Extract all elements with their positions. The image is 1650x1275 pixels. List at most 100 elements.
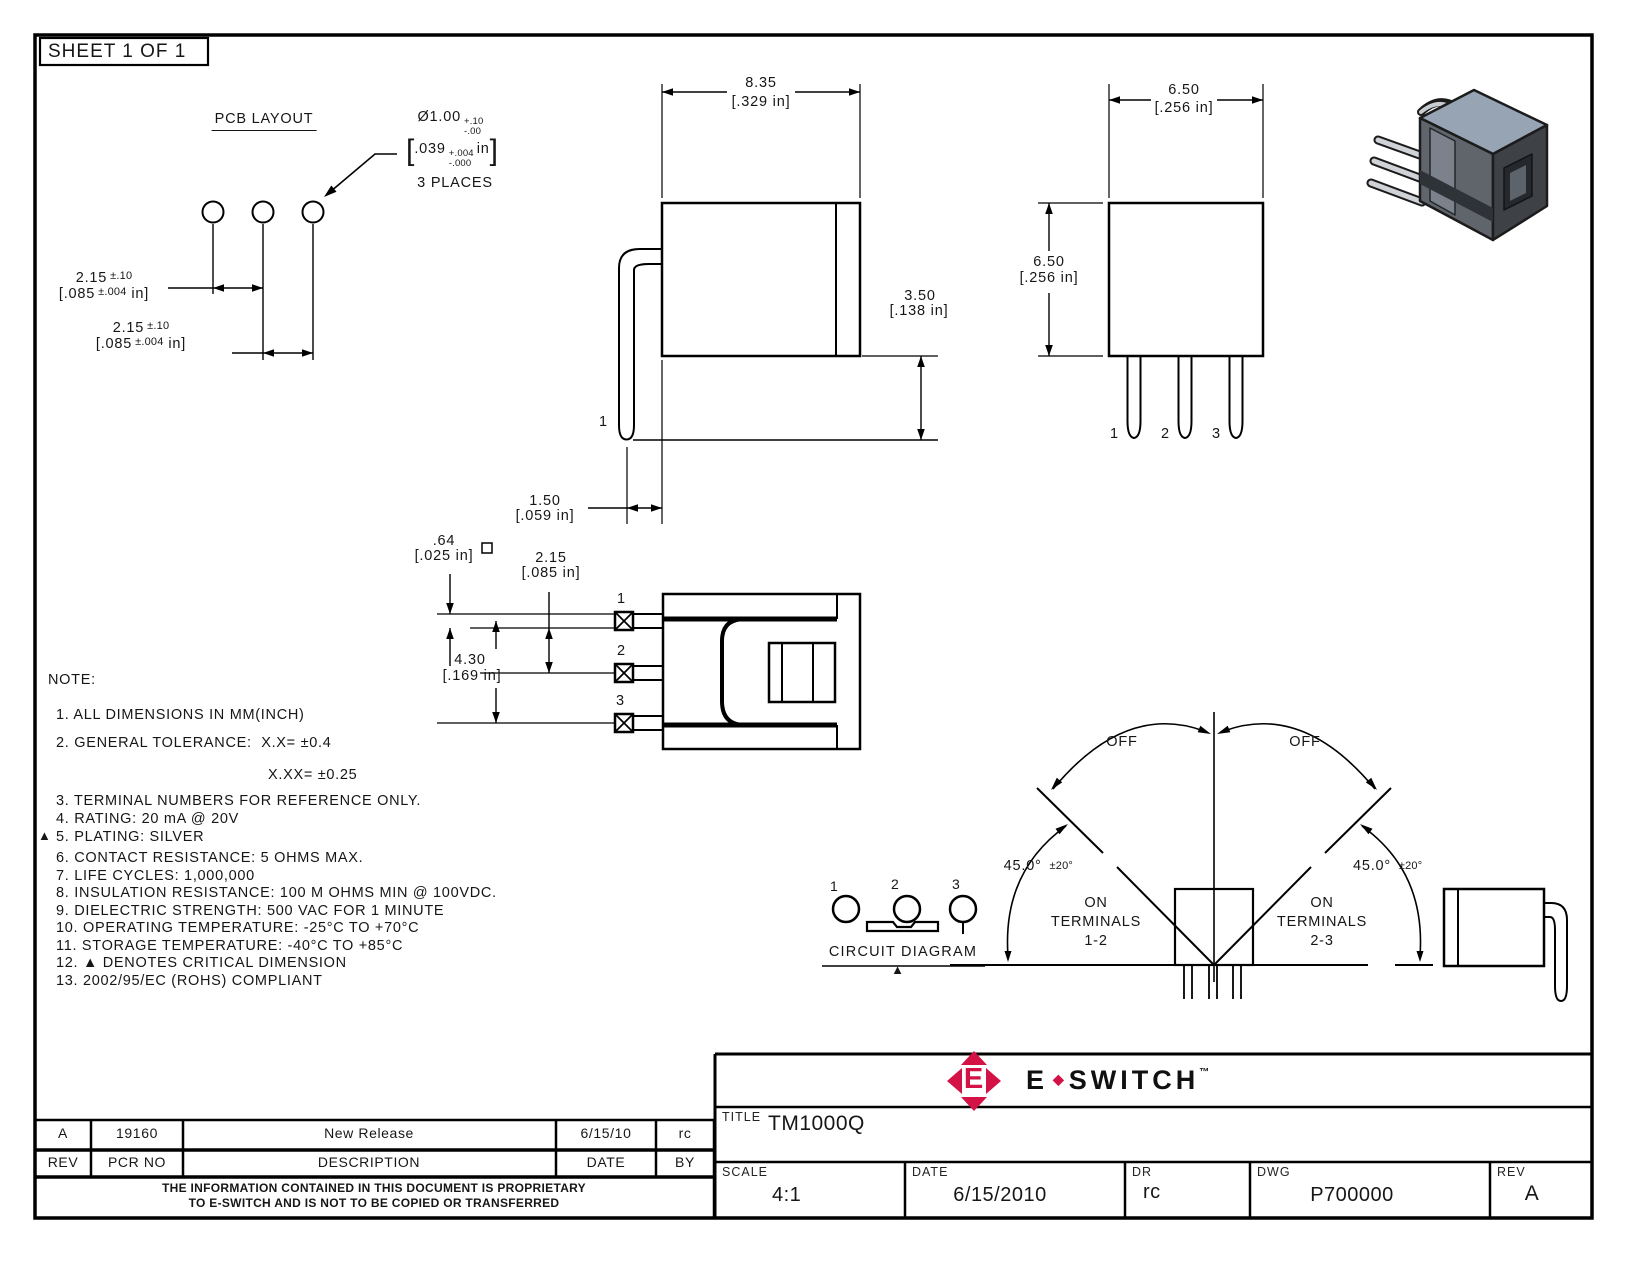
- side-width-in: [.329 in]: [731, 94, 791, 110]
- scale-value: 4:1: [772, 1184, 802, 1206]
- angle-label-left: 45.0° ±20°: [1003, 858, 1073, 874]
- dwg-label: DWG: [1257, 1165, 1291, 1179]
- critical-marker-icon: ▲: [38, 828, 52, 843]
- side-width-mm: 8.35: [745, 75, 777, 91]
- on-left-line: ON: [1084, 895, 1108, 911]
- rev-header-pcr: PCR NO: [107, 1154, 167, 1170]
- front-pin-label: 3: [1212, 426, 1221, 442]
- side-height-in: [.138 in]: [889, 303, 949, 319]
- pcb-hole-dia: Ø1.00+.10-.00: [417, 109, 484, 138]
- top-view-arrows: [446, 603, 553, 723]
- top-pin-label: 2: [617, 643, 626, 659]
- front-pin-label: 1: [1110, 426, 1119, 442]
- disclaimer-line: THE INFORMATION CONTAINED IN THIS DOCUME…: [162, 1181, 586, 1195]
- pcb-hole-places: 3 PLACES: [417, 175, 493, 191]
- eswitch-logo-letter: E: [963, 1063, 985, 1095]
- dwg-value: P700000: [1310, 1184, 1394, 1206]
- pcb-layout-title: PCB LAYOUT: [211, 111, 317, 131]
- note-line: 5. PLATING: SILVER: [56, 829, 205, 845]
- top-pin-label: 3: [616, 693, 625, 709]
- off-label-right: OFF: [1289, 734, 1321, 750]
- side-view-drawing: [588, 84, 938, 524]
- on-right-line: ON: [1310, 895, 1334, 911]
- angle-label-right: 45.0° ±20°: [1353, 858, 1423, 874]
- note-line: 3. TERMINAL NUMBERS FOR REFERENCE ONLY.: [56, 793, 422, 809]
- isometric-view: [1366, 88, 1549, 242]
- table-grid: [35, 1052, 1592, 1218]
- top-view-drawing: [437, 542, 862, 751]
- side-offset-in: [.059 in]: [515, 508, 575, 524]
- pcb-pitch2-in: [.085±.004 in]: [95, 336, 187, 352]
- title-value: TM1000Q: [768, 1112, 865, 1135]
- note-line: 13. 2002/95/EC (ROHS) COMPLIANT: [56, 973, 323, 989]
- notes-heading: NOTE:: [48, 672, 96, 688]
- front-view-drawing: [1038, 84, 1265, 440]
- note-line: X.XX= ±0.25: [268, 767, 358, 783]
- eswitch-brand-text: E◆SWITCH™: [1026, 1065, 1210, 1095]
- dr-label: DR: [1132, 1165, 1153, 1179]
- rev-label: REV: [1497, 1165, 1526, 1179]
- front-height-mm: 6.50: [1033, 254, 1065, 270]
- front-width-in: [.256 in]: [1154, 100, 1214, 116]
- note-line: 2. GENERAL TOLERANCE: X.X= ±0.4: [56, 735, 332, 751]
- circuit-critical-icon: ▲: [891, 962, 905, 977]
- pcb-pitch1-mm: 2.15±.10: [75, 270, 133, 286]
- rev-header-description: DESCRIPTION: [317, 1154, 421, 1170]
- brand-diamond-icon: ◆: [1053, 1071, 1064, 1087]
- front-view-arrows: [1045, 96, 1263, 356]
- rev-header-rev: REV: [47, 1154, 79, 1170]
- front-width-mm: 6.50: [1168, 82, 1200, 98]
- right-side-view-drawing: [1442, 887, 1568, 1003]
- off-label-left: OFF: [1106, 734, 1138, 750]
- pcb-layout-drawing: [168, 153, 397, 360]
- rev-row-pcr: 19160: [116, 1125, 158, 1141]
- circuit-pin-label: 1: [830, 878, 839, 894]
- function-diagram-drawing: [950, 712, 1433, 999]
- top-pitch-mm: 2.15: [535, 550, 567, 566]
- top-pitch-in: [.085 in]: [521, 565, 581, 581]
- note-line: 6. CONTACT RESISTANCE: 5 OHMS MAX.: [56, 850, 364, 866]
- function-diagram-arrows: [1004, 725, 1424, 962]
- note-line: 7. LIFE CYCLES: 1,000,000: [56, 868, 255, 884]
- front-height-in: [.256 in]: [1019, 270, 1079, 286]
- note-line: 9. DIELECTRIC STRENGTH: 500 VAC FOR 1 MI…: [56, 903, 445, 919]
- note-line: 10. OPERATING TEMPERATURE: -25°C TO +70°…: [56, 920, 420, 936]
- on-left-line: TERMINALS: [1050, 914, 1142, 930]
- date-value: 6/15/2010: [953, 1184, 1047, 1206]
- scale-label: SCALE: [722, 1165, 768, 1179]
- circuit-pin-label: 2: [891, 876, 900, 892]
- rev-row-date: 6/15/10: [580, 1125, 632, 1141]
- note-line: 1. ALL DIMENSIONS IN MM(INCH): [56, 707, 305, 723]
- circuit-diagram-label: CIRCUIT DIAGRAM: [828, 944, 978, 960]
- note-line: 4. RATING: 20 mA @ 20V: [56, 811, 239, 827]
- front-pin-label: 2: [1161, 426, 1170, 442]
- pcb-pitch2-mm: 2.15±.10: [112, 320, 170, 336]
- top-span-in: [.169 in]: [442, 668, 502, 684]
- side-height-mm: 3.50: [904, 288, 936, 304]
- drawing-frame: [33, 33, 1594, 1220]
- side-view-arrows: [627, 88, 925, 512]
- rev-row-description: New Release: [324, 1125, 414, 1141]
- side-offset-mm: 1.50: [529, 493, 561, 509]
- date-label: DATE: [912, 1165, 949, 1179]
- eswitch-logo-icon: [947, 1051, 1001, 1111]
- note-line: 12. ▲ DENOTES CRITICAL DIMENSION: [56, 955, 347, 971]
- top-pinsize-in: [.025 in]: [414, 548, 474, 564]
- pcb-layout-arrows: [213, 185, 337, 357]
- sheet-label: SHEET 1 OF 1: [48, 41, 187, 62]
- circuit-pin-label: 3: [952, 876, 961, 892]
- note-line: 8. INSULATION RESISTANCE: 100 M OHMS MIN…: [56, 885, 497, 901]
- pcb-pitch1-in: [.085±.004 in]: [58, 286, 150, 302]
- on-right-line: 2-3: [1310, 933, 1334, 949]
- top-span-mm: 4.30: [454, 652, 486, 668]
- rev-header-by: BY: [675, 1154, 695, 1170]
- disclaimer-line: TO E-SWITCH AND IS NOT TO BE COPIED OR T…: [188, 1196, 560, 1210]
- rev-row-rev: A: [58, 1125, 68, 1141]
- note-line: 11. STORAGE TEMPERATURE: -40°C TO +85°C: [56, 938, 404, 954]
- rev-row-by: rc: [678, 1125, 692, 1141]
- on-right-line: TERMINALS: [1276, 914, 1368, 930]
- side-pin1-label: 1: [599, 414, 608, 430]
- title-label: TITLE: [722, 1110, 762, 1124]
